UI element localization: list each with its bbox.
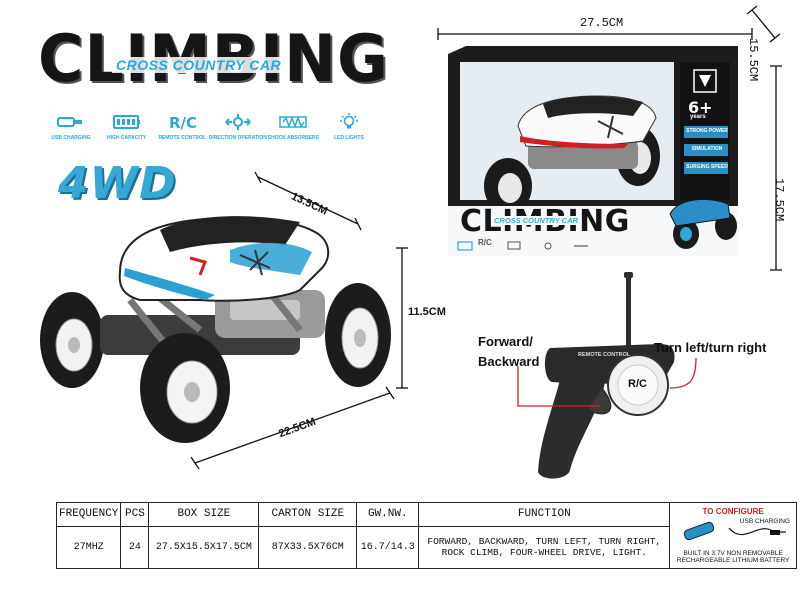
packaging-box: CLIMBING CROSS COUNTRY CAR 6+ years STRO… [448,46,738,256]
feature-label: REMOTE CONTROL [158,135,206,141]
value-box-size: 27.5X15.5X17.5CM [148,525,260,570]
feature-label: SHOCK ABSORBERS [267,135,319,141]
feature-shock: SHOCK ABSORBERS [267,112,319,148]
function-line-1: FORWARD, BACKWARD, TURN LEFT, TURN RIGHT… [427,536,662,548]
remote-controller [517,272,697,479]
header-function: FUNCTION [418,502,671,527]
box-subtitle: CROSS COUNTRY CAR [492,216,580,225]
box-tag-simulation: SIMULATION [691,146,723,152]
battery-icon [112,115,140,129]
turn-label: Turn left/turn right [654,340,767,355]
rear-right-wheel [325,283,391,387]
box-depth-label: 15.5CM [746,38,760,82]
value-pcs: 24 [120,525,150,570]
box-age: 6+ [688,98,713,117]
header-pcs: PCS [120,502,150,527]
cable-label: USB CHARGING [739,518,790,525]
feature-label: DIRECTION OPERATION [208,135,267,141]
configure-title: TO CONFIGURE [702,507,764,516]
table-header-row: FREQUENCY PCS BOX SIZE CARTON SIZE GW.NW… [55,502,797,569]
feature-icon-row: USB CHARGING HIGH CAPACITY R/C REMOTE CO… [45,112,375,148]
led-light-icon [339,113,358,129]
feature-usb: USB CHARGING [45,112,97,148]
box-rc-text: R/C [478,238,492,247]
remote-brand-text: REMOTE CONTROL [578,352,631,358]
svg-text:R/C: R/C [169,114,197,132]
feature-label: LED LIGHTS [334,135,364,141]
front-left-wheel [140,333,230,443]
antenna [626,276,631,352]
rc-icon: R/C [169,114,197,132]
box-age-unit: years [690,114,706,120]
table-value-row: 27MHZ 24 27.5X15.5X17.5CM 87X33.5X76CM 1… [55,525,797,570]
value-carton-size: 87X33.5X76CM [258,525,358,570]
feature-rc: R/C REMOTE CONTROL [156,112,208,148]
value-function: FORWARD, BACKWARD, TURN LEFT, TURN RIGHT… [418,525,671,570]
car-height-label: 11.5CM [408,306,446,318]
box-car [484,95,660,214]
feature-led: LED LIGHTS [323,112,375,148]
function-line-2: ROCK CLIMB, FOUR-WHEEL DRIVE, LIGHT. [441,547,647,559]
backward-label: Backward [478,354,540,369]
shock-absorber-icon [279,115,308,129]
value-gw-nw: 16.7/14.3 [356,525,420,570]
header-gw-nw: GW.NW. [356,502,420,527]
box-small-car [669,198,737,249]
forward-label: Forward/ [478,334,533,349]
dimension-lines [190,171,408,470]
feature-label: HIGH CAPACITY [107,135,147,141]
battery-note-2: RECHARGEABLE LITHIUM BATTERY [676,557,790,564]
feature-battery: HIGH CAPACITY [101,112,153,148]
box-length-label: 27.5CM [580,16,624,30]
battery-note-1: BUILT IN 3.7V NON REMOVABLE [683,550,783,557]
chassis [100,277,325,355]
box-tag-surging-speed: SURGING SPEED [686,164,728,170]
header-carton-size: CARTON SIZE [258,502,358,527]
steering-wheel [607,354,669,416]
feature-label: USB CHARGING [51,135,91,141]
battery-cable-icon [684,521,787,541]
product-subtitle: CROSS COUNTRY CAR [112,57,286,73]
main-car-illustration [40,171,408,470]
usb-icon [57,117,82,127]
spec-table: FREQUENCY PCS BOX SIZE CARTON SIZE GW.NW… [55,502,797,570]
header-box-size: BOX SIZE [148,502,260,527]
car-body [118,216,330,302]
box-height-label: 17.5CM [772,178,786,222]
rear-left-wheel [40,292,104,388]
guide-lines [517,357,697,407]
box-tag-strong-power: STRONG POWER [686,128,728,134]
box-dimension-lines [437,5,782,271]
configure-cell: TO CONFIGURE USB CHARGING BUILT IN 3.7V … [669,502,797,569]
value-frequency: 27MHZ [55,525,122,570]
four-wheel-drive-badge: 4WD [58,158,177,209]
box-feature-strip [457,241,588,251]
remote-rc-text: R/C [628,378,647,390]
direction-icon [225,114,251,130]
feature-direction: DIRECTION OPERATION [208,112,267,148]
header-frequency: FREQUENCY [55,502,122,527]
